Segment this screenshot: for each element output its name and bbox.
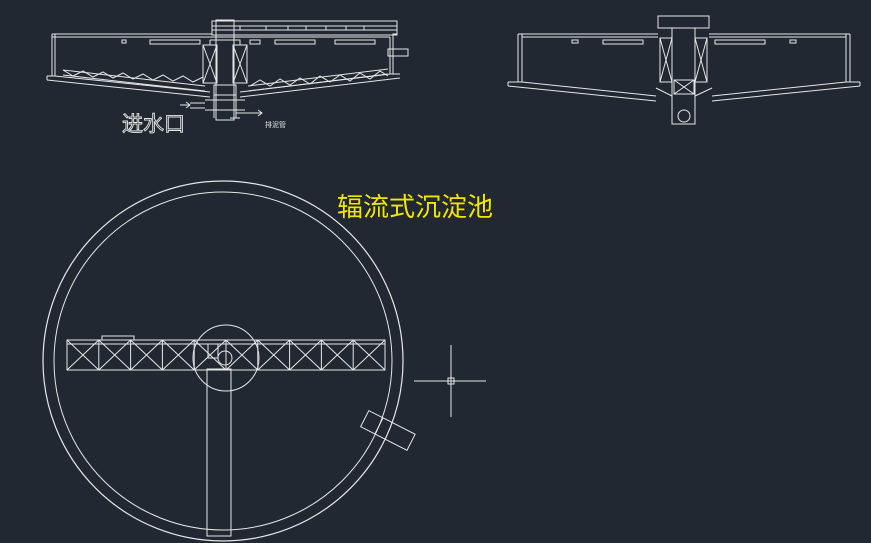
inlet-label: 进水口 xyxy=(122,112,185,136)
left-section-view: 进水口 排泥管 xyxy=(46,19,409,136)
plan-view xyxy=(42,180,416,542)
right-section-view xyxy=(507,15,861,125)
drawing-title: 辐流式沉淀池 xyxy=(337,193,493,223)
outlet-label: 排泥管 xyxy=(265,120,286,129)
crosshair-cursor-icon[interactable] xyxy=(414,345,486,417)
